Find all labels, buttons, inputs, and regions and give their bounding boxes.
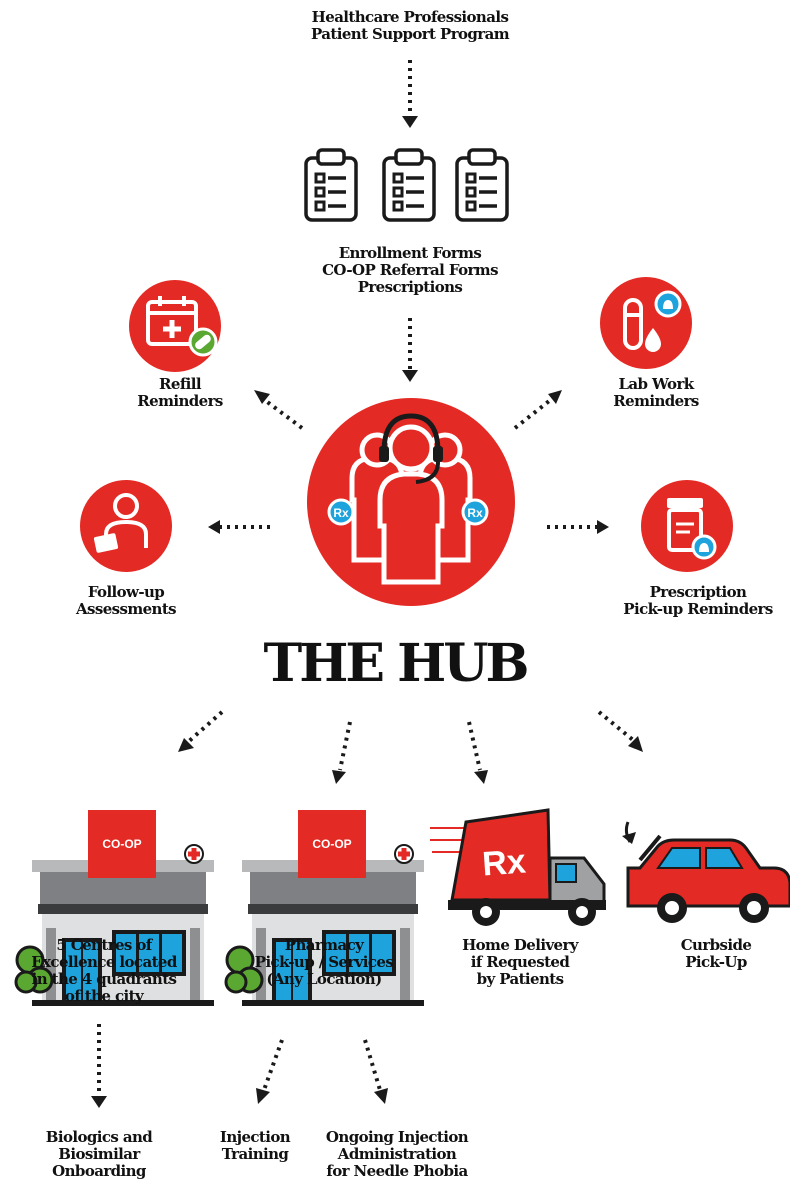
arrow-hub-to-delivery bbox=[467, 721, 488, 784]
arrow-forms-to-hub bbox=[402, 318, 418, 382]
biologics-line: Biosimilar bbox=[58, 1145, 140, 1163]
curbside-label: Curbside Pick-Up bbox=[646, 937, 786, 971]
calendar-pill-icon bbox=[129, 280, 221, 372]
pill-bottle-icon bbox=[641, 480, 733, 572]
header-line: Patient Support Program bbox=[311, 25, 510, 43]
lab-line: Reminders bbox=[613, 392, 699, 410]
arrow-hub-to-lab bbox=[513, 390, 562, 430]
arrow-hub-to-refill bbox=[254, 390, 304, 430]
hub-agents-icon: Rx Rx bbox=[307, 398, 515, 606]
centres-line: of the city bbox=[64, 987, 144, 1005]
injection-training-line: Training bbox=[221, 1145, 289, 1163]
arrow-hub-to-prescription bbox=[547, 520, 609, 534]
lab-line: Lab Work bbox=[618, 375, 694, 393]
arrow-hub-to-curbside bbox=[597, 710, 643, 752]
ongoing-line: Administration bbox=[337, 1145, 457, 1163]
centres-line: 5 Centres of bbox=[56, 936, 152, 954]
header-label: Healthcare Professionals Patient Support… bbox=[230, 9, 590, 43]
arrow-pharmacy-to-training bbox=[256, 1039, 284, 1104]
biologics-line: Biologics and bbox=[45, 1128, 153, 1146]
delivery-line: by Patients bbox=[476, 970, 564, 988]
pharmacy-line: Pharmacy bbox=[284, 936, 364, 954]
coop-store-icon: CO-OP bbox=[224, 808, 426, 1008]
arrow-hub-to-centres bbox=[178, 710, 224, 752]
curbside-line: Curbside bbox=[680, 936, 752, 954]
pharmacy-line: (Any Location) bbox=[266, 970, 382, 988]
header-line: Healthcare Professionals bbox=[311, 8, 509, 26]
rx-truck-label: Rx bbox=[481, 843, 527, 884]
centres-line: Excellence located bbox=[31, 953, 177, 971]
injection-training-line: Injection bbox=[219, 1128, 291, 1146]
ongoing-line: Ongoing Injection bbox=[325, 1128, 469, 1146]
biologics-line: Onboarding bbox=[52, 1162, 146, 1180]
doctor-icon bbox=[80, 480, 172, 572]
arrow-centres-to-biologics bbox=[91, 1024, 107, 1108]
ongoing-injection-label: Ongoing Injection Administration for Nee… bbox=[306, 1129, 488, 1180]
rx-badge-right: Rx bbox=[467, 506, 483, 520]
prescription-line: Prescription bbox=[649, 583, 747, 601]
ongoing-line: for Needle Phobia bbox=[326, 1162, 468, 1180]
refill-line: Reminders bbox=[137, 392, 223, 410]
clipboard-icon bbox=[304, 148, 358, 222]
centres-line: in the 4 quadrants bbox=[31, 970, 177, 988]
followup-line: Assessments bbox=[75, 600, 177, 618]
clipboard-icon bbox=[382, 148, 436, 222]
forms-line: Enrollment Forms bbox=[338, 244, 482, 262]
delivery-line: if Requested bbox=[470, 953, 570, 971]
prescription-label: Prescription Pick-up Reminders bbox=[606, 584, 790, 618]
curbside-line: Pick-Up bbox=[685, 953, 747, 971]
delivery-line: Home Delivery bbox=[462, 936, 578, 954]
clipboard-icon bbox=[455, 148, 509, 222]
forms-label: Enrollment Forms CO-OP Referral Forms Pr… bbox=[260, 245, 560, 296]
followup-line: Follow-up bbox=[87, 583, 165, 601]
pharmacy-label: Pharmacy Pick-up / Services (Any Locatio… bbox=[234, 937, 414, 988]
forms-line: Prescriptions bbox=[357, 278, 463, 296]
arrow-top-to-forms bbox=[402, 60, 418, 128]
delivery-label: Home Delivery if Requested by Patients bbox=[430, 937, 610, 988]
refill-line: Refill bbox=[159, 375, 202, 393]
lab-label: Lab Work Reminders bbox=[586, 376, 726, 410]
biologics-label: Biologics and Biosimilar Onboarding bbox=[24, 1129, 174, 1180]
hub-title: THE HUB bbox=[263, 633, 530, 694]
coop-store-icon: CO-OP bbox=[14, 808, 216, 1008]
arrow-hub-to-followup bbox=[208, 520, 270, 534]
store-sign: CO-OP bbox=[312, 837, 351, 851]
followup-label: Follow-up Assessments bbox=[46, 584, 206, 618]
car-icon bbox=[622, 821, 790, 923]
refill-label: Refill Reminders bbox=[110, 376, 250, 410]
injection-training-label: Injection Training bbox=[200, 1129, 310, 1163]
centres-label: 5 Centres of Excellence located in the 4… bbox=[14, 937, 194, 1005]
test-tube-icon bbox=[600, 277, 692, 369]
forms-line: CO-OP Referral Forms bbox=[322, 261, 498, 279]
delivery-truck-icon: Rx bbox=[430, 808, 606, 926]
arrow-pharmacy-to-ongoing bbox=[363, 1039, 388, 1104]
rx-badge-left: Rx bbox=[333, 506, 349, 520]
pharmacy-line: Pick-up / Services bbox=[254, 953, 394, 971]
prescription-line: Pick-up Reminders bbox=[623, 600, 773, 618]
arrow-hub-to-pharmacy bbox=[332, 721, 352, 784]
store-sign: CO-OP bbox=[102, 837, 141, 851]
